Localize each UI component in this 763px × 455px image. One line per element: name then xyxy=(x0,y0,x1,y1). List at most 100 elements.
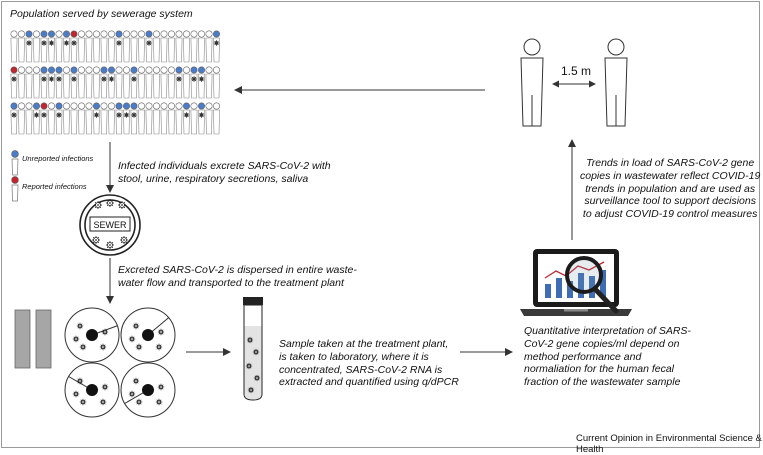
person-left-icon xyxy=(520,38,544,127)
trends-caption-line-3: trends in population and are used as xyxy=(585,182,756,195)
population-person-icon xyxy=(145,102,153,135)
tank-virus-icon xyxy=(99,343,107,351)
clarifier-tank-icon xyxy=(120,307,176,363)
interpretation-caption-line-4: normaliation for the human fecal xyxy=(524,363,674,376)
sewer-virus-icon xyxy=(94,201,102,209)
distance-arrow xyxy=(552,80,596,88)
population-person-icon xyxy=(62,66,70,99)
tank-virus-icon xyxy=(72,335,80,343)
sewer-virus-icon xyxy=(106,241,114,249)
excreted-virus-icon xyxy=(116,40,122,46)
treatment-basin-1 xyxy=(14,309,31,369)
population-person-icon xyxy=(85,66,93,99)
excreted-virus-icon xyxy=(56,76,62,82)
population-person-icon xyxy=(145,66,153,99)
trends-caption-line-5: to adjust COVID-19 control measures xyxy=(582,208,758,221)
excreted-virus-icon xyxy=(131,112,137,118)
population-person-icon xyxy=(17,66,25,99)
excreted-virus-icon xyxy=(123,112,130,118)
sampling-caption-line-2: is taken to laboratory, where it is xyxy=(279,350,429,363)
interpretation-caption-line-3: method performance and xyxy=(524,350,642,363)
population-person-icon xyxy=(78,30,86,63)
population-person-icon xyxy=(115,102,123,135)
tube-virus-icon xyxy=(253,374,261,382)
sampling-caption: Sample taken at the treatment plant, is … xyxy=(279,338,459,389)
excreted-virus-icon xyxy=(108,76,115,82)
sewer-virus-icon xyxy=(106,199,114,207)
population-person-icon xyxy=(93,102,101,135)
population-person-icon xyxy=(213,102,221,135)
population-grid xyxy=(10,30,221,135)
sampling-caption-line-1: Sample taken at the treatment plant, xyxy=(279,338,449,350)
trends-caption-line-2: copies in wastewater reflect COVID-19 xyxy=(580,169,761,182)
population-person-icon xyxy=(47,66,55,99)
tank-virus-icon xyxy=(155,398,163,406)
population-person-icon xyxy=(115,66,123,99)
clarifier-tank-icon xyxy=(120,362,176,418)
population-person-icon xyxy=(160,66,168,99)
sampling-caption-line-4: extracted and quantified using q/dPCR xyxy=(279,376,459,389)
population-person-icon xyxy=(25,102,33,135)
tank-virus-icon xyxy=(135,398,143,406)
population-person-icon xyxy=(78,66,86,99)
legend-reported-person-icon xyxy=(11,176,19,202)
dispersion-caption: Excreted SARS-CoV-2 is dispersed in enti… xyxy=(118,264,357,290)
population-person-icon xyxy=(55,66,63,99)
population-person-icon xyxy=(190,66,198,99)
population-person-icon xyxy=(70,66,78,99)
population-person-icon xyxy=(175,66,183,99)
population-person-icon xyxy=(108,102,116,135)
tank-virus-icon xyxy=(79,398,87,406)
population-person-icon xyxy=(198,66,206,99)
excreted-virus-icon xyxy=(56,112,62,118)
tank-virus-icon xyxy=(76,377,84,385)
population-person-icon xyxy=(10,30,18,63)
population-person-icon xyxy=(175,30,183,63)
excreted-virus-icon xyxy=(63,40,70,46)
excreted-virus-icon xyxy=(198,112,205,118)
excretion-caption-line-2: stool, urine, respiratory secretions, sa… xyxy=(118,172,309,185)
population-person-icon xyxy=(100,66,108,99)
tank-virus-icon xyxy=(157,328,165,336)
laptop-chart-bar xyxy=(556,278,562,298)
clarifier-tank-icon xyxy=(64,307,120,363)
population-person-icon xyxy=(93,30,101,63)
population-person-icon xyxy=(32,30,40,63)
interpretation-caption-line-5: fraction of the wastewater sample xyxy=(524,376,681,389)
population-person-icon xyxy=(130,30,138,63)
population-person-icon xyxy=(25,30,33,63)
excreted-virus-icon xyxy=(41,76,47,82)
population-person-icon xyxy=(85,102,93,135)
tube-virus-icon xyxy=(245,362,253,370)
population-person-icon xyxy=(205,66,213,99)
tube-virus-icon xyxy=(247,386,255,394)
population-person-icon xyxy=(138,30,146,63)
clarifier-tanks xyxy=(64,307,176,418)
population-person-icon xyxy=(183,30,191,63)
laptop-chart-bar xyxy=(600,270,606,298)
population-person-icon xyxy=(213,30,221,63)
population-person-icon xyxy=(10,102,18,135)
excreted-virus-icon xyxy=(41,112,47,118)
population-person-icon xyxy=(100,30,108,63)
tank-virus-icon xyxy=(128,390,136,398)
population-person-icon xyxy=(198,102,206,135)
population-person-icon xyxy=(205,30,213,63)
distance-label: 1.5 m xyxy=(561,64,592,78)
tube-virus-icon xyxy=(246,336,254,344)
sample-tube-icon xyxy=(243,297,263,401)
magnifier-icon xyxy=(565,256,619,314)
population-person-icon xyxy=(138,102,146,135)
population-person-icon xyxy=(175,102,183,135)
population-person-icon xyxy=(213,66,221,99)
population-person-icon xyxy=(168,66,176,99)
tank-virus-icon xyxy=(101,328,109,336)
population-person-icon xyxy=(123,66,131,99)
excreted-virus-icon xyxy=(93,112,100,118)
population-person-icon xyxy=(205,102,213,135)
tube-virus-icon xyxy=(252,348,260,356)
population-person-icon xyxy=(17,30,25,63)
population-person-icon xyxy=(160,102,168,135)
tank-virus-icon xyxy=(157,383,165,391)
excreted-virus-icon xyxy=(176,76,182,82)
